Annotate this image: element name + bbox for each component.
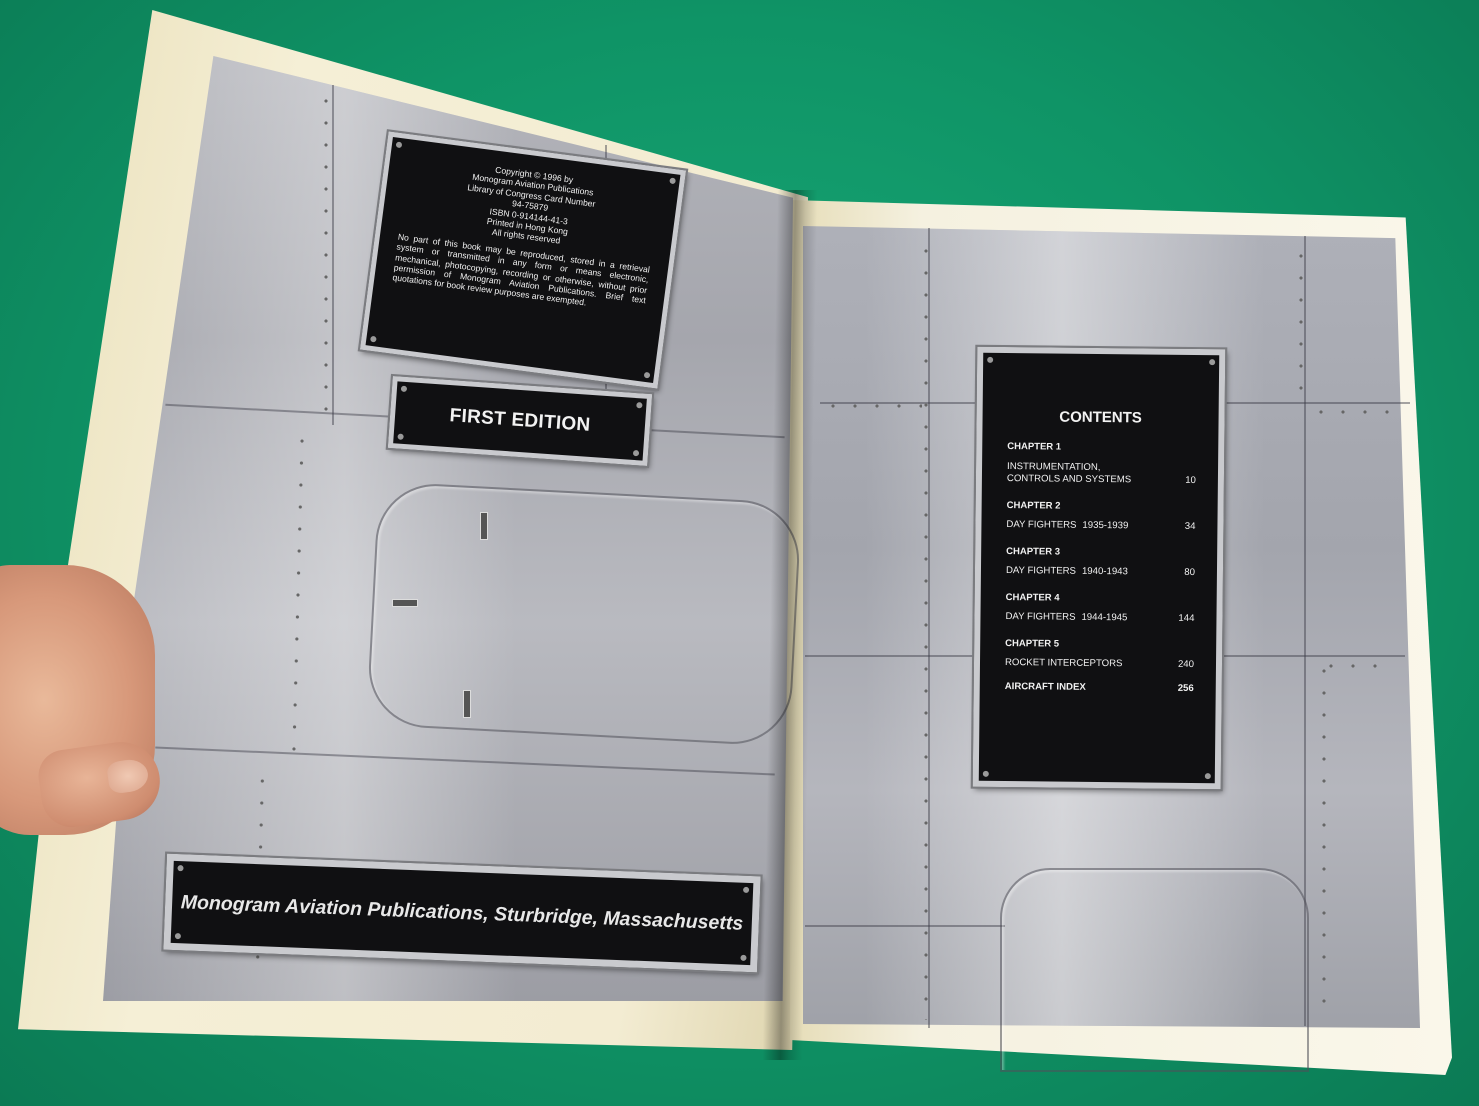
toc-index-entry: AIRCRAFT INDEX 256 <box>1005 681 1194 695</box>
plaque-screw <box>632 449 640 457</box>
toc-page-number: 144 <box>1178 612 1195 625</box>
toc-page-number: 80 <box>1184 566 1196 579</box>
toc-page-number: 34 <box>1184 520 1196 533</box>
rivet-line <box>1320 664 1390 668</box>
plaque-screw <box>177 865 184 872</box>
plaque-screw <box>1204 773 1211 780</box>
plaque-screw <box>395 141 403 149</box>
hatch-latch <box>463 690 471 718</box>
plaque-screw <box>1209 359 1216 366</box>
access-hatch <box>365 481 803 747</box>
toc-chapter-label: CHAPTER 5 <box>1005 637 1060 650</box>
publisher-label: Monogram Aviation Publications, Sturbrid… <box>180 890 744 935</box>
toc-entry: CHAPTER 3 DAY FIGHTERS 1940-1943 80 <box>1006 546 1195 580</box>
rivet-line <box>1322 660 1326 1010</box>
toc-chapter-label: CHAPTER 3 <box>1006 545 1061 558</box>
rivet-line <box>924 240 928 1020</box>
toc-title: INSTRUMENTATION, CONTROLS AND SYSTEMS <box>1006 460 1132 486</box>
contents-title: CONTENTS <box>1059 408 1142 427</box>
panel-seam <box>332 85 334 425</box>
plaque-screw <box>370 335 377 343</box>
plaque-screw <box>174 932 182 940</box>
rivet-line <box>1310 410 1390 414</box>
toc-title: DAY FIGHTERS <box>1006 519 1077 531</box>
toc-title: ROCKET INTERCEPTORS <box>1004 657 1123 670</box>
toc-page-number: 10 <box>1185 474 1196 487</box>
plaque-screw <box>740 954 747 961</box>
toc-entry: CHAPTER 5 ROCKET INTERCEPTORS 240 <box>1005 638 1194 672</box>
plaque-screw <box>987 356 994 363</box>
edition-label: FIRST EDITION <box>448 405 592 436</box>
panel-seam <box>1304 236 1306 1026</box>
plaque-screw <box>742 886 750 894</box>
plaque-screw <box>669 177 676 185</box>
toc-page-number: 240 <box>1177 658 1195 670</box>
toc-years: 1944-1945 <box>1081 611 1128 624</box>
table-of-contents: CHAPTER 1 INSTRUMENTATION, CONTROLS AND … <box>1005 441 1197 706</box>
toc-entry: CHAPTER 2 DAY FIGHTERS 1935-1939 34 <box>1006 500 1195 534</box>
rivet-line <box>324 90 328 420</box>
toc-years: 1940-1943 <box>1081 565 1128 578</box>
toc-title: DAY FIGHTERS <box>1005 565 1077 577</box>
contents-plaque: CONTENTS CHAPTER 1 INSTRUMENTATION, CONT… <box>972 346 1226 790</box>
copyright-plaque: Copyright © 1996 by Monogram Aviation Pu… <box>359 131 687 389</box>
rivet-line <box>1299 245 1303 405</box>
plaque-screw <box>636 402 643 409</box>
rivet-line <box>822 404 922 408</box>
plaque-screw <box>643 371 651 379</box>
plaque-screw <box>400 385 408 393</box>
toc-chapter-label: CHAPTER 4 <box>1005 591 1060 604</box>
plaque-screw <box>982 770 989 777</box>
toc-chapter-label: CHAPTER 2 <box>1006 499 1061 512</box>
toc-index-page: 256 <box>1177 682 1194 694</box>
plaque-screw <box>397 433 404 440</box>
toc-entry: CHAPTER 4 DAY FIGHTERS 1944-1945 144 <box>1005 592 1194 626</box>
toc-years: 1935-1939 <box>1082 519 1129 532</box>
hatch-latch <box>480 512 488 540</box>
panel-seam <box>928 228 930 1028</box>
toc-entry: CHAPTER 1 INSTRUMENTATION, CONTROLS AND … <box>1007 441 1196 487</box>
panel-seam <box>805 925 1005 927</box>
access-hatch <box>1000 868 1309 1072</box>
toc-title: DAY FIGHTERS <box>1005 611 1076 623</box>
toc-chapter-label: CHAPTER 1 <box>1007 441 1062 453</box>
hatch-latch <box>392 599 418 607</box>
toc-index-title: AIRCRAFT INDEX <box>1004 680 1086 693</box>
